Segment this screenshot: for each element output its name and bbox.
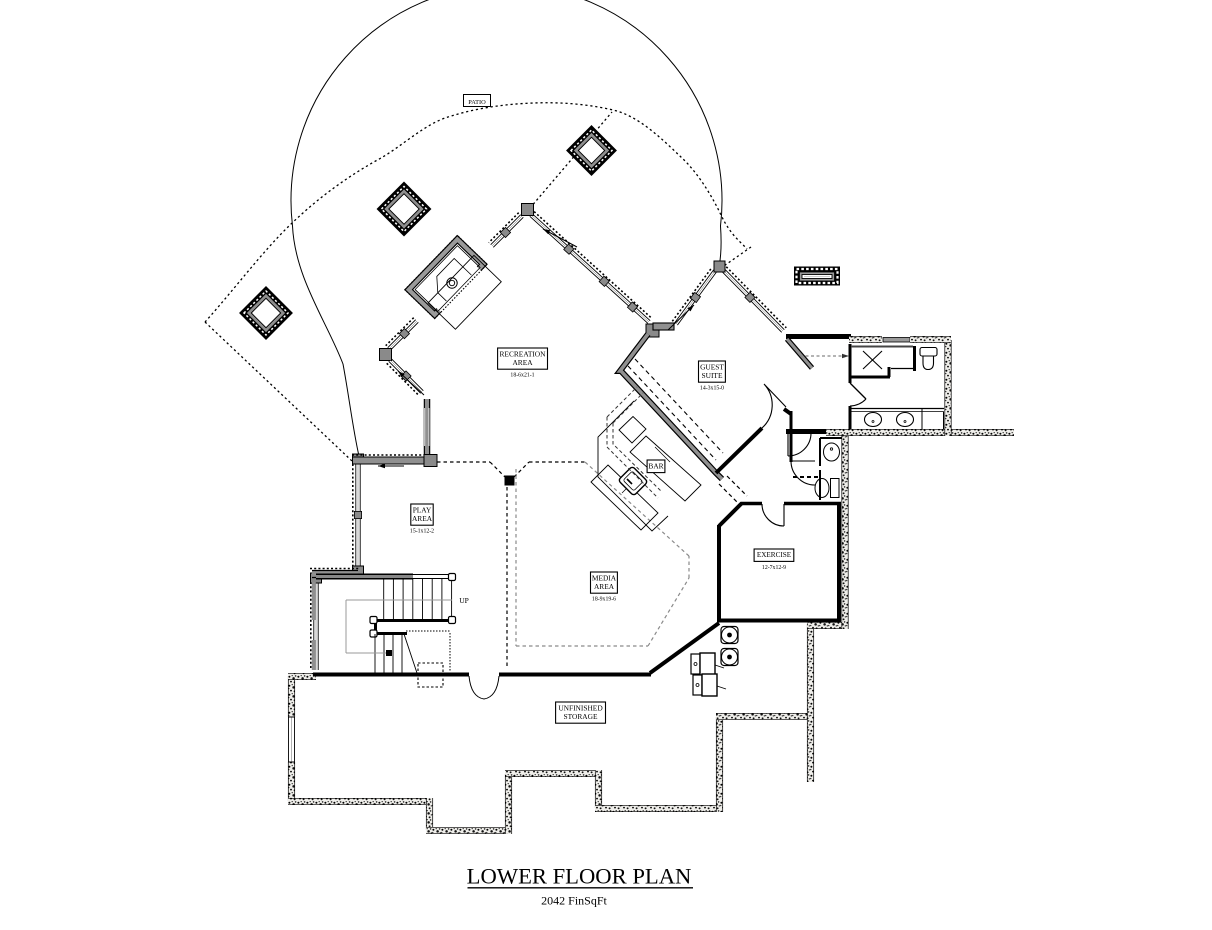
svg-text:2042 FinSqFt: 2042 FinSqFt bbox=[541, 894, 607, 908]
svg-text:UP: UP bbox=[459, 596, 469, 605]
svg-text:14-3x15-0: 14-3x15-0 bbox=[700, 386, 724, 392]
svg-text:UNFINISHED: UNFINISHED bbox=[558, 703, 603, 712]
svg-text:GUEST: GUEST bbox=[700, 362, 724, 371]
svg-text:AREA: AREA bbox=[594, 582, 615, 591]
svg-text:BAR: BAR bbox=[648, 461, 663, 470]
svg-text:PATIO: PATIO bbox=[468, 99, 486, 106]
svg-text:18-6x21-1: 18-6x21-1 bbox=[510, 373, 534, 379]
svg-text:18-9x19-6: 18-9x19-6 bbox=[592, 597, 616, 603]
svg-text:12-7x12-9: 12-7x12-9 bbox=[762, 565, 786, 571]
svg-text:STORAGE: STORAGE bbox=[564, 712, 598, 721]
svg-text:15-1x12-2: 15-1x12-2 bbox=[410, 529, 434, 535]
svg-text:SUITE: SUITE bbox=[702, 371, 723, 380]
svg-text:MEDIA: MEDIA bbox=[592, 573, 617, 582]
svg-text:LOWER FLOOR PLAN: LOWER FLOOR PLAN bbox=[467, 864, 692, 889]
svg-text:AREA: AREA bbox=[412, 514, 433, 523]
svg-text:EXERCISE: EXERCISE bbox=[757, 551, 792, 559]
svg-text:AREA: AREA bbox=[512, 358, 533, 367]
svg-text:RECREATION: RECREATION bbox=[500, 349, 547, 358]
svg-text:PLAY: PLAY bbox=[413, 505, 432, 514]
